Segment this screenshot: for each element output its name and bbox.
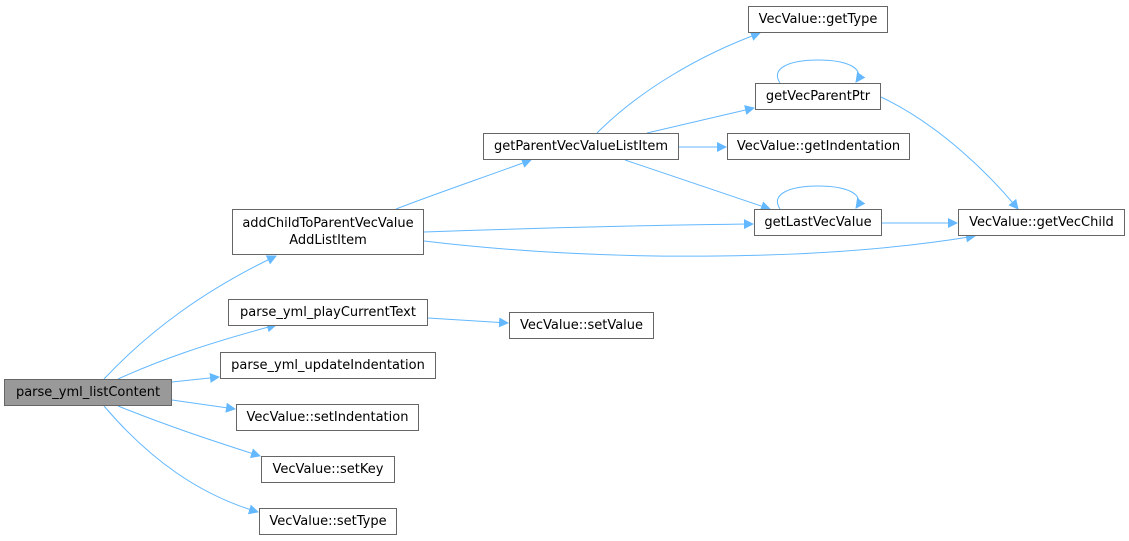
edge-root-to-play: [117, 322, 277, 380]
node-label: getVecParentPtr: [765, 89, 871, 104]
edge-add-child-to-get-last: [423, 219, 754, 233]
edge-root-to-set-type: [103, 405, 259, 515]
edge-get-parent-to-get-last: [624, 159, 771, 211]
node-vecvalue-get-indentation[interactable]: VecValue::getIndentation: [727, 133, 910, 160]
node-label: parse_yml_listContent: [15, 385, 161, 400]
node-label: VecValue::setValue: [519, 318, 644, 333]
node-vecvalue-set-indentation[interactable]: VecValue::setIndentation: [236, 404, 419, 431]
node-label: parse_yml_playCurrentText: [240, 305, 416, 320]
node-label: getLastVecValue: [764, 215, 872, 230]
edge-add-child-to-get-vec-child: [423, 232, 976, 257]
edge-get-vec-parent-ptr-to-get-vec-child: [880, 96, 1019, 210]
node-parse-yml-list-content[interactable]: parse_yml_listContent: [4, 379, 172, 406]
edge-root-to-update-indentation: [171, 372, 220, 383]
node-label: VecValue::setKey: [272, 462, 384, 477]
edge-root-to-set-key: [117, 405, 261, 459]
node-get-parent-vec-value-list-item[interactable]: getParentVecValueListItem: [483, 133, 679, 160]
node-label: VecValue::getIndentation: [736, 139, 901, 154]
node-vecvalue-get-vec-child[interactable]: VecValue::getVecChild: [958, 209, 1125, 236]
node-vecvalue-set-type[interactable]: VecValue::setType: [259, 508, 397, 535]
node-parse-yml-play-current-text[interactable]: parse_yml_playCurrentText: [228, 299, 428, 326]
edge-play-to-set-value: [427, 317, 509, 328]
node-get-last-vec-value[interactable]: getLastVecValue: [754, 209, 882, 236]
node-label-line-2: AddListItem: [289, 233, 367, 248]
node-label: VecValue::getType: [758, 12, 878, 27]
node-label: parse_yml_updateIndentation: [231, 358, 425, 373]
node-vecvalue-set-key[interactable]: VecValue::setKey: [261, 456, 395, 483]
node-parse-yml-update-indentation[interactable]: parse_yml_updateIndentation: [220, 352, 436, 379]
edge-add-child-to-get-parent: [395, 158, 532, 210]
edge-get-last-self: [777, 185, 866, 210]
node-label: VecValue::setIndentation: [246, 410, 409, 425]
node-label: getParentVecValueListItem: [493, 139, 668, 154]
node-add-child-to-parent-vec-value-add-list-item[interactable]: addChildToParentVecValue AddListItem: [232, 209, 424, 255]
edge-get-parent-to-get-vec-parent-ptr: [646, 105, 755, 134]
node-vecvalue-set-value[interactable]: VecValue::setValue: [509, 312, 654, 339]
node-get-vec-parent-ptr[interactable]: getVecParentPtr: [755, 83, 881, 110]
edge-get-parent-to-get-type: [596, 31, 761, 134]
node-vecvalue-get-type[interactable]: VecValue::getType: [748, 6, 888, 33]
node-label: VecValue::setType: [269, 514, 387, 529]
edge-root-to-set-indentation: [171, 399, 236, 413]
node-label-line-1: addChildToParentVecValue: [242, 216, 414, 231]
node-label: VecValue::getVecChild: [969, 215, 1114, 230]
edge-root-to-add-child: [103, 255, 277, 380]
edge-get-vec-parent-ptr-self: [777, 59, 866, 84]
